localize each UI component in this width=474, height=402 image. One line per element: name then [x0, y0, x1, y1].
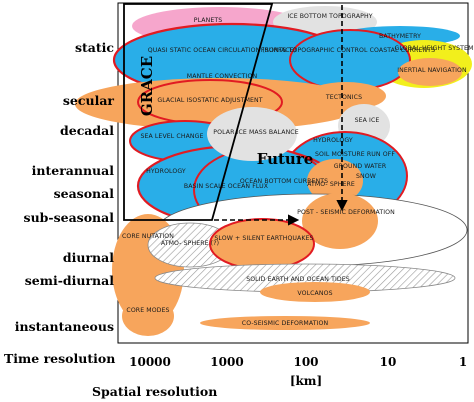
- tick-10000: 10000: [129, 355, 171, 369]
- fronts-label: FRONTS TOPOGRAPHIC CONTROL COASTAL CURRE…: [261, 47, 435, 54]
- row-semi-diurnal: semi-diurnal: [25, 273, 115, 288]
- row-sub-seasonal: sub-seasonal: [24, 210, 115, 225]
- slow-silent-label: SLOW + SILENT EARTHQUAKES: [214, 235, 313, 242]
- atmosphere-q-label: ATMO- SPHERE (?): [161, 240, 219, 247]
- tectonics-bubble: [306, 82, 386, 110]
- ice-bottom-topography-label: ICE BOTTOM TOPOGRAPHY: [287, 13, 372, 20]
- soil-moisture-label: SOIL MOISTURE RUN OFF: [315, 151, 395, 158]
- tick-1: 1: [459, 355, 467, 369]
- basin-scale-label: BASIN SCALE OCEAN FLUX: [184, 183, 269, 190]
- volcanos-label: VOLCANOS: [297, 290, 332, 297]
- spatial-resolution-label: Spatial resolution: [92, 384, 217, 399]
- snow-label: SNOW: [356, 173, 376, 180]
- row-interannual: interannual: [32, 163, 115, 178]
- row-diurnal: diurnal: [63, 250, 114, 265]
- global-height-label: GLOBAL HEIGHT SYSTEM: [394, 45, 473, 52]
- inertial-navigation-label: INERTIAL NAVIGATION: [397, 67, 467, 74]
- polar-ice-label: POLAR ICE MASS BALANCE: [213, 129, 298, 136]
- ocean-bottom-label: OCEAN BOTTOM CURRENTS: [240, 178, 328, 185]
- row-secular: secular: [63, 93, 115, 108]
- co-seismic-bubble: [200, 316, 370, 330]
- volcanos-bubble: [260, 282, 370, 302]
- core-modes-label: CORE MODES: [126, 307, 169, 314]
- km-unit-label: [km]: [290, 374, 322, 388]
- sea-ice-label: SEA ICE: [355, 117, 380, 124]
- tick-10: 10: [380, 355, 397, 369]
- inertial-navigation-bubble: [398, 58, 462, 86]
- tectonics-label: TECTONICS: [325, 94, 362, 101]
- solid-earth-label: SOLID EARTH AND OCEAN TIDES: [246, 276, 350, 283]
- sea-level-label: SEA LEVEL CHANGE: [140, 133, 203, 140]
- mantle-convection-label: MANTLE CONVECTION: [187, 73, 258, 80]
- core-modes-bubble: [122, 296, 174, 336]
- bathymetry-label: BATHYMETRY: [379, 33, 421, 40]
- spatial-axis: 10000 1000 100 10 1 [km] Spatial resolut…: [92, 355, 467, 399]
- time-axis-labels: static secular decadal interannual seaso…: [4, 40, 115, 366]
- post-seismic-label: POST - SEISMIC DEFORMATION: [297, 209, 395, 216]
- post-seismic-bubble: [302, 193, 378, 249]
- hydrology-small-label: HYDROLOGY: [313, 137, 353, 144]
- core-nutation-label: CORE NUTATION: [122, 233, 174, 240]
- grace-label: GRACE: [138, 56, 156, 116]
- polar-ice-bubble: [207, 107, 297, 161]
- row-decadal: decadal: [60, 123, 114, 138]
- time-resolution-label: Time resolution: [4, 351, 115, 366]
- hydrology-big-label: HYDROLOGY: [146, 168, 186, 175]
- planets-label: PLANETS: [194, 17, 223, 24]
- future-label: Future: [257, 150, 314, 168]
- grace-boundary: [123, 3, 274, 221]
- row-seasonal: seasonal: [54, 186, 115, 201]
- quasi-static-ocean-label: QUASI STATIC OCEAN CIRCULATION (SURFACE): [148, 47, 296, 54]
- ground-water-label: GROUND WATER: [334, 163, 387, 170]
- row-static: static: [75, 40, 114, 55]
- atmosphere-label: ATMO- SPHERE: [307, 181, 355, 188]
- row-instantaneous: instantaneous: [15, 319, 114, 334]
- atmosphere-bubble: [307, 159, 363, 203]
- tick-100: 100: [293, 355, 318, 369]
- glacial-isostatic-label: GLACIAL ISOSTATIC ADJUSTMENT: [157, 97, 262, 104]
- tick-1000: 1000: [210, 355, 243, 369]
- slow-silent-bubble: [209, 218, 315, 270]
- co-seismic-label: CO-SEISMIC DEFORMATION: [242, 320, 329, 327]
